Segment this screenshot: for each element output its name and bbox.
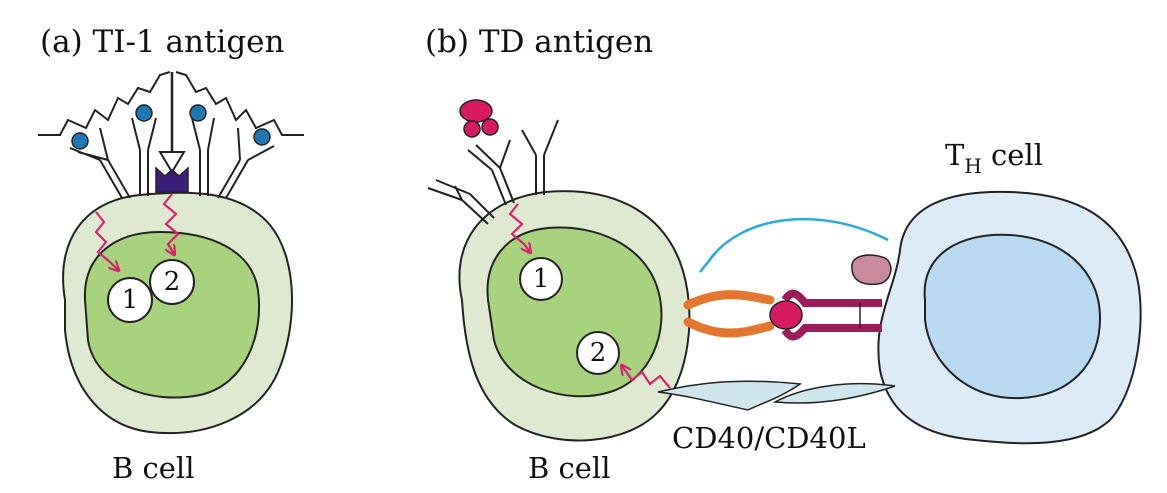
cd40l-lower — [781, 324, 882, 341]
bcr-receptors-a — [69, 117, 275, 199]
mitogen-receptor — [155, 166, 189, 193]
signal-arrow-2-a — [162, 193, 180, 254]
epitope-dot — [253, 128, 271, 146]
step-2-circle-b — [576, 331, 620, 375]
cytokine-signal-bar — [699, 251, 717, 273]
cd40-upper — [683, 290, 775, 310]
b-cell-label-a: B cell — [112, 451, 194, 485]
signal-arrow-1-b — [508, 203, 530, 252]
td-antigen-blob — [459, 99, 493, 123]
step-1-label-b: 1 — [533, 264, 550, 294]
signal-arrow-1-a — [94, 211, 118, 270]
epitope-dot — [135, 104, 153, 122]
b-cell-a-nucleus — [83, 230, 260, 399]
epitope-dot — [71, 132, 89, 150]
panel-b-title: (b) TD antigen — [425, 24, 653, 60]
bcr-receptors-b — [427, 119, 559, 225]
th-cell-nucleus — [923, 233, 1102, 400]
td-antigen-blob — [463, 120, 481, 138]
ti1-antigen-polymer — [38, 71, 304, 136]
cd40-cd40l-label: CD40/CD40L — [672, 421, 866, 455]
step-2-circle-a — [149, 259, 195, 305]
step-1-circle-a — [107, 277, 153, 323]
b-cell-b-nucleus — [486, 226, 663, 398]
tcr-bump — [851, 254, 892, 286]
panel-a-title: (a) TI-1 antigen — [40, 24, 285, 60]
binding-arrow-head — [158, 151, 186, 174]
cd40-band-right — [772, 382, 896, 404]
td-antigen-blob — [481, 118, 499, 136]
mhc-peptide — [769, 300, 803, 330]
step-1-circle-b — [519, 257, 563, 301]
cd40-band-left — [657, 380, 803, 411]
cd40-lower — [683, 317, 775, 338]
epitope-dot — [189, 104, 207, 122]
signal-arrow-2-b — [622, 366, 671, 389]
cd40l-upper — [781, 289, 882, 307]
step-1-label-a: 1 — [122, 285, 139, 315]
th-cell-label: TH cell — [945, 138, 1043, 178]
cytokine-signal-arc — [706, 217, 889, 263]
step-2-label-b: 2 — [590, 338, 607, 368]
b-cell-label-b: B cell — [528, 451, 610, 485]
step-2-label-a: 2 — [164, 267, 181, 297]
